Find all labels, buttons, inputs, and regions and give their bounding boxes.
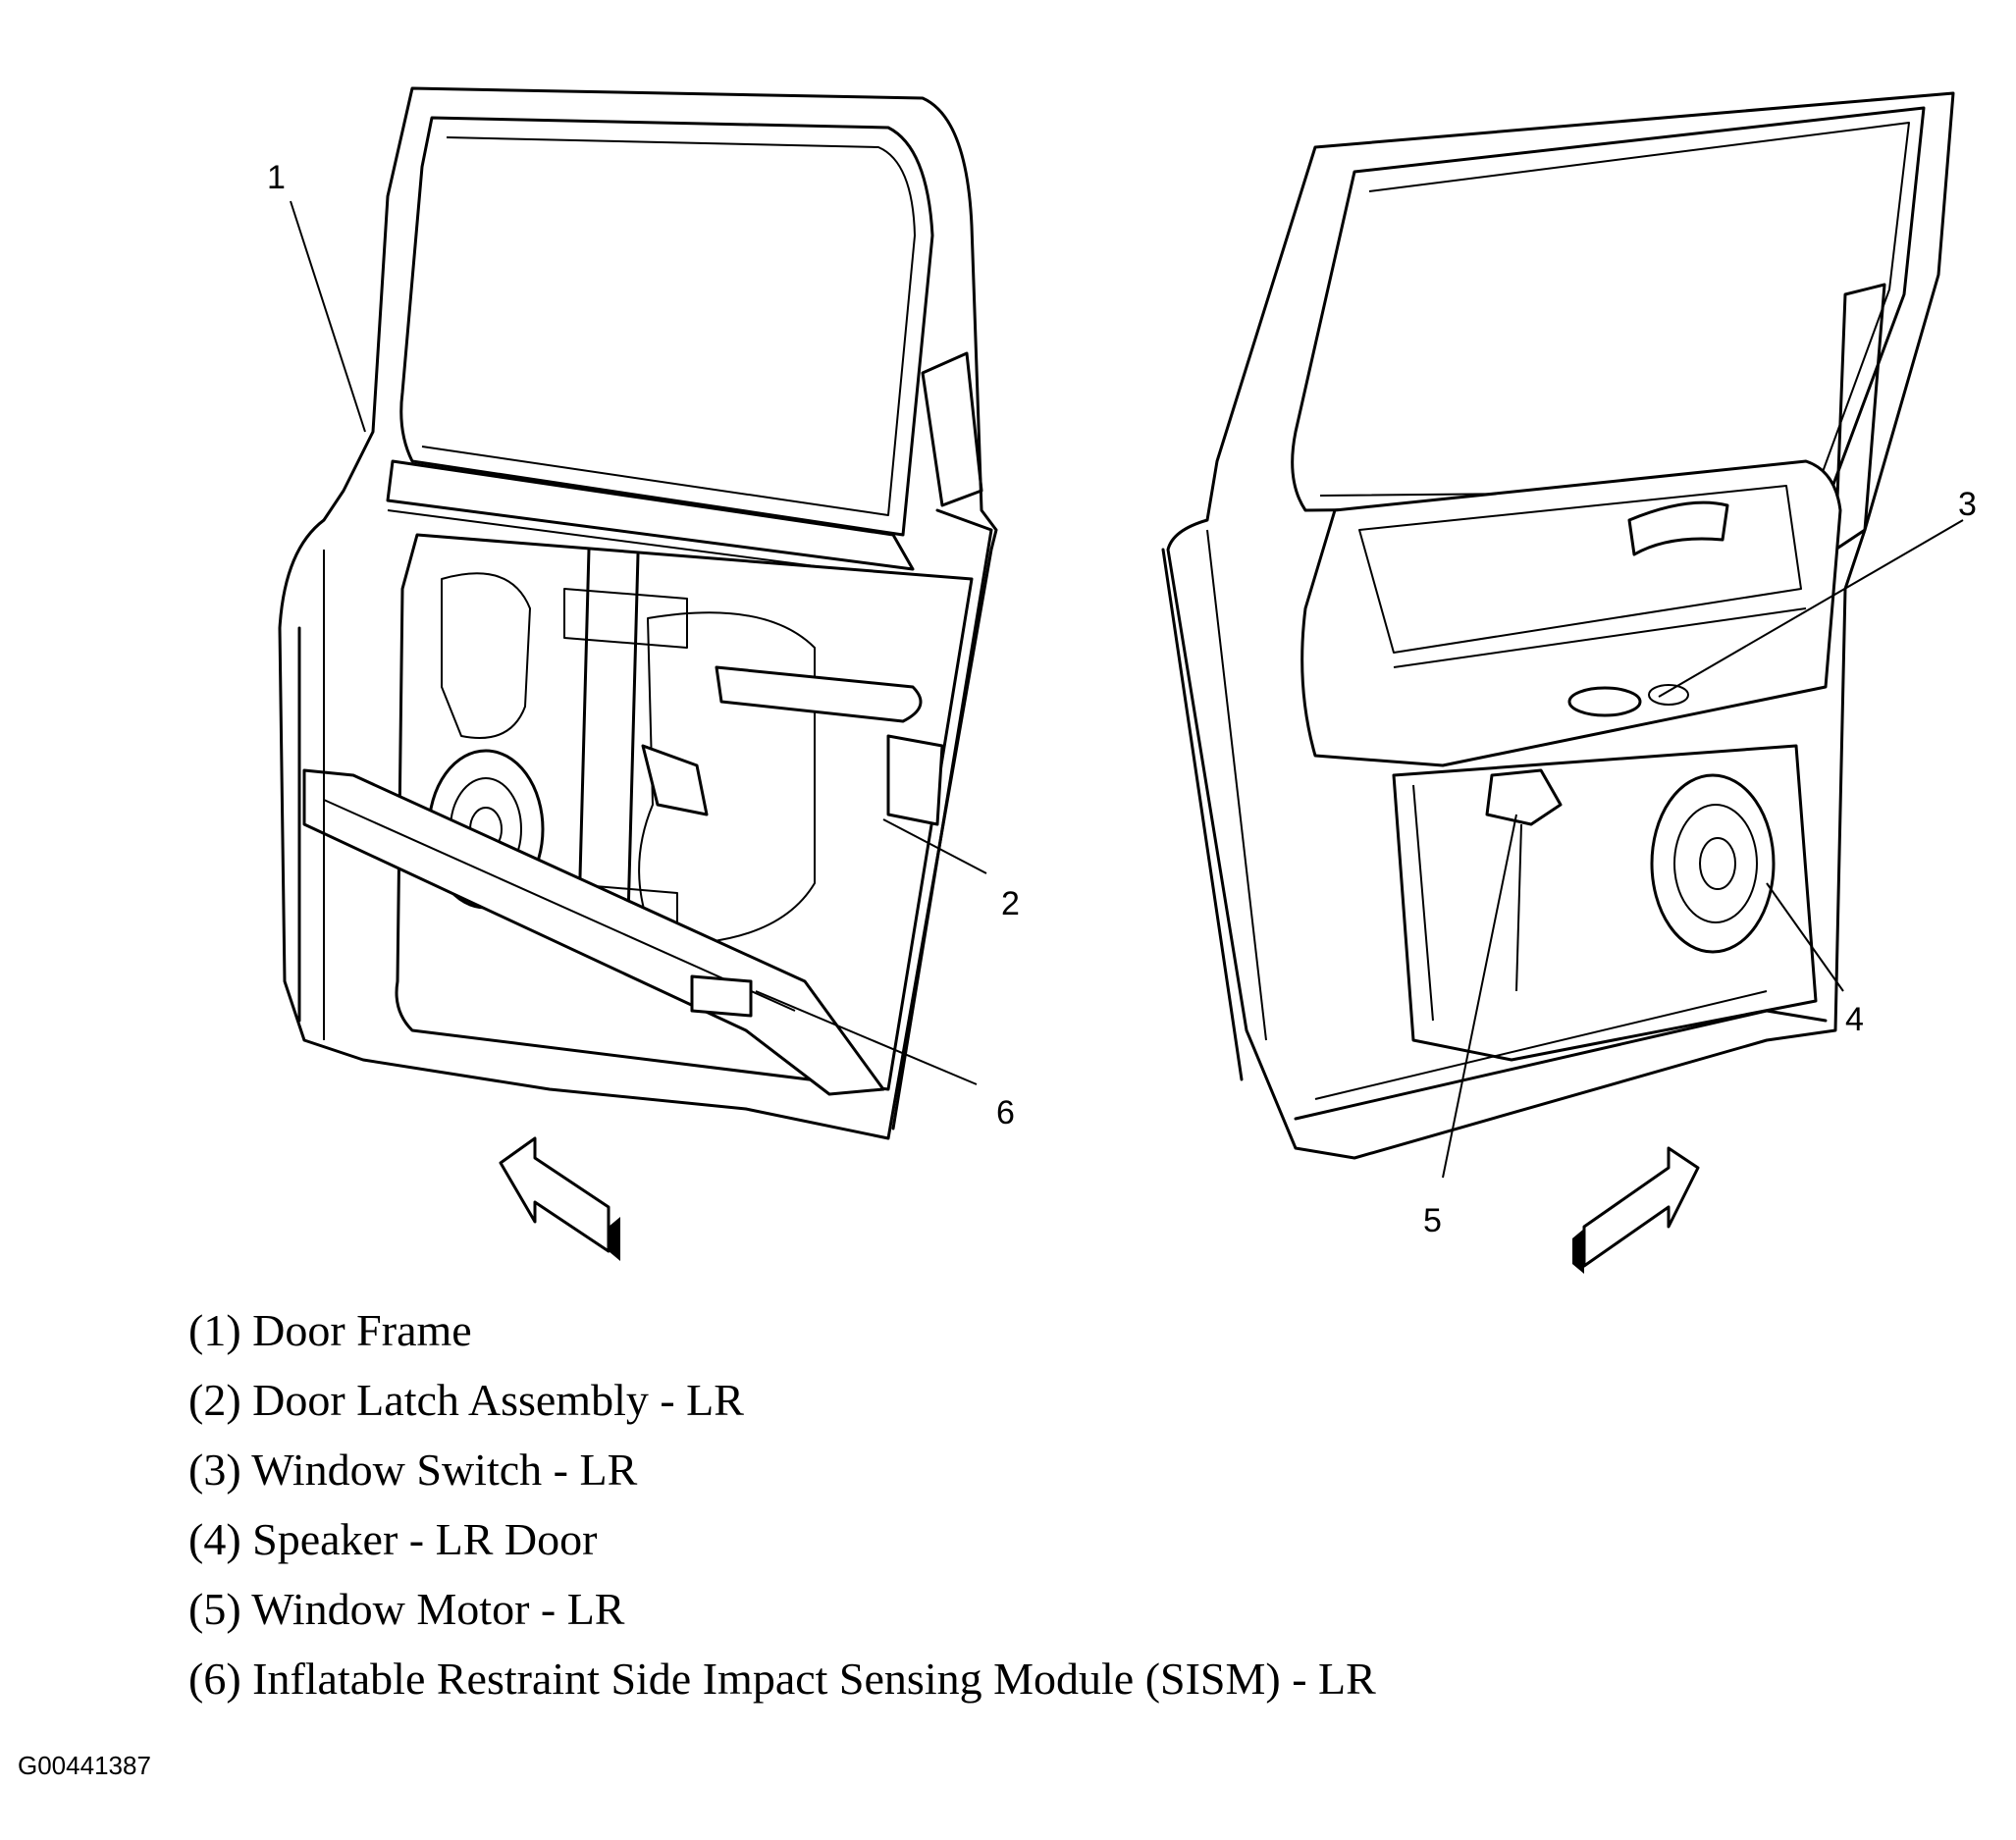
callout-4: 4 (1845, 1001, 1864, 1038)
legend-item-door-latch: (2) Door Latch Assembly - LR (188, 1375, 744, 1425)
parts-legend: (1) Door Frame (2) Door Latch Assembly -… (188, 1295, 1376, 1713)
figure-id: G00441387 (18, 1751, 151, 1780)
legend-item-speaker: (4) Speaker - LR Door (188, 1514, 598, 1564)
right-door-illustration (1161, 91, 1955, 1160)
legend-item-window-switch: (3) Window Switch - LR (188, 1445, 638, 1495)
callout-6: 6 (996, 1094, 1015, 1131)
legend-item-window-motor: (5) Window Motor - LR (188, 1584, 625, 1634)
forward-arrow-right-icon (1572, 1146, 1700, 1274)
forward-arrow-left-icon (499, 1136, 620, 1261)
leader-line-4 (1766, 882, 1844, 992)
callout-2: 2 (1001, 885, 1020, 922)
leader-line-6 (755, 990, 978, 1085)
callout-1: 1 (267, 159, 286, 196)
callout-3: 3 (1958, 486, 1977, 523)
legend-item-door-frame: (1) Door Frame (188, 1305, 472, 1355)
left-door-illustration (278, 86, 998, 1140)
leader-line-2 (882, 818, 987, 874)
callout-5: 5 (1423, 1202, 1442, 1239)
leader-line-3 (1658, 519, 1964, 698)
leader-lines (290, 200, 1964, 1179)
legend-item-sism: (6) Inflatable Restraint Side Impact Sen… (188, 1654, 1376, 1704)
leader-line-5 (1442, 814, 1517, 1179)
leader-line-1 (290, 200, 366, 433)
